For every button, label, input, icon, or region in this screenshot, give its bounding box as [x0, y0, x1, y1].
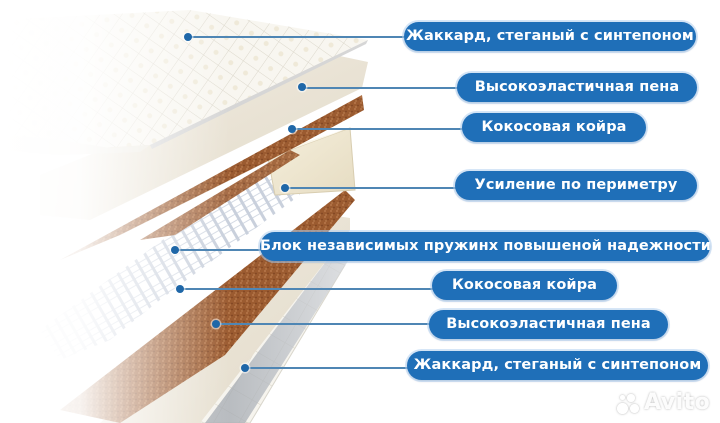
layer-label-text: Кокосовая койра [481, 119, 627, 135]
leader-line-5 [175, 249, 261, 251]
layer-label-top-foam: Высокоэластичная пена [457, 73, 697, 102]
layer-label-text: Блок независимых пружинх повышеной надеж… [260, 238, 712, 254]
layer-label-bottom-jacquard: Жаккард, стеганый с синтепоном [407, 351, 708, 380]
layer-label-top-jacquard: Жаккард, стеганый с синтепоном [404, 22, 696, 51]
marker-dot-7 [212, 320, 220, 328]
marker-dot-3 [288, 125, 296, 133]
leader-line-2 [302, 87, 458, 89]
layer-label-text: Жаккард, стеганый с синтепоном [406, 28, 694, 44]
marker-dot-8 [241, 364, 249, 372]
layer-label-text: Высокоэластичная пена [474, 79, 680, 95]
leader-line-3 [292, 128, 463, 130]
layer-label-text: Жаккард, стеганый с синтепоном [413, 357, 702, 373]
marker-dot-4 [281, 184, 289, 192]
layer-label-text: Кокосовая койра [451, 277, 598, 293]
marker-dot-2 [298, 83, 306, 91]
leader-line-6 [180, 288, 433, 290]
marker-dot-5 [171, 246, 179, 254]
layer-label-spring-block: Блок независимых пружинх повышеной надеж… [260, 232, 712, 261]
marker-dot-6 [176, 285, 184, 293]
leader-line-1 [188, 36, 404, 38]
layer-label-bottom-foam: Высокоэластичная пена [429, 310, 668, 339]
layer-label-text: Высокоэластичная пена [446, 316, 651, 332]
layer-label-bottom-coir: Кокосовая койра [432, 271, 617, 300]
layer-label-perimeter: Усиление по периметру [455, 171, 697, 200]
avito-watermark: Avito [644, 390, 711, 415]
leader-line-8 [245, 367, 408, 369]
avito-logo-icon [617, 392, 641, 414]
leader-line-4 [285, 187, 456, 189]
layer-label-text: Усиление по периметру [474, 177, 678, 193]
marker-dot-1 [184, 33, 192, 41]
layer-label-top-coir: Кокосовая койра [462, 113, 646, 142]
leader-line-7 [216, 323, 430, 325]
